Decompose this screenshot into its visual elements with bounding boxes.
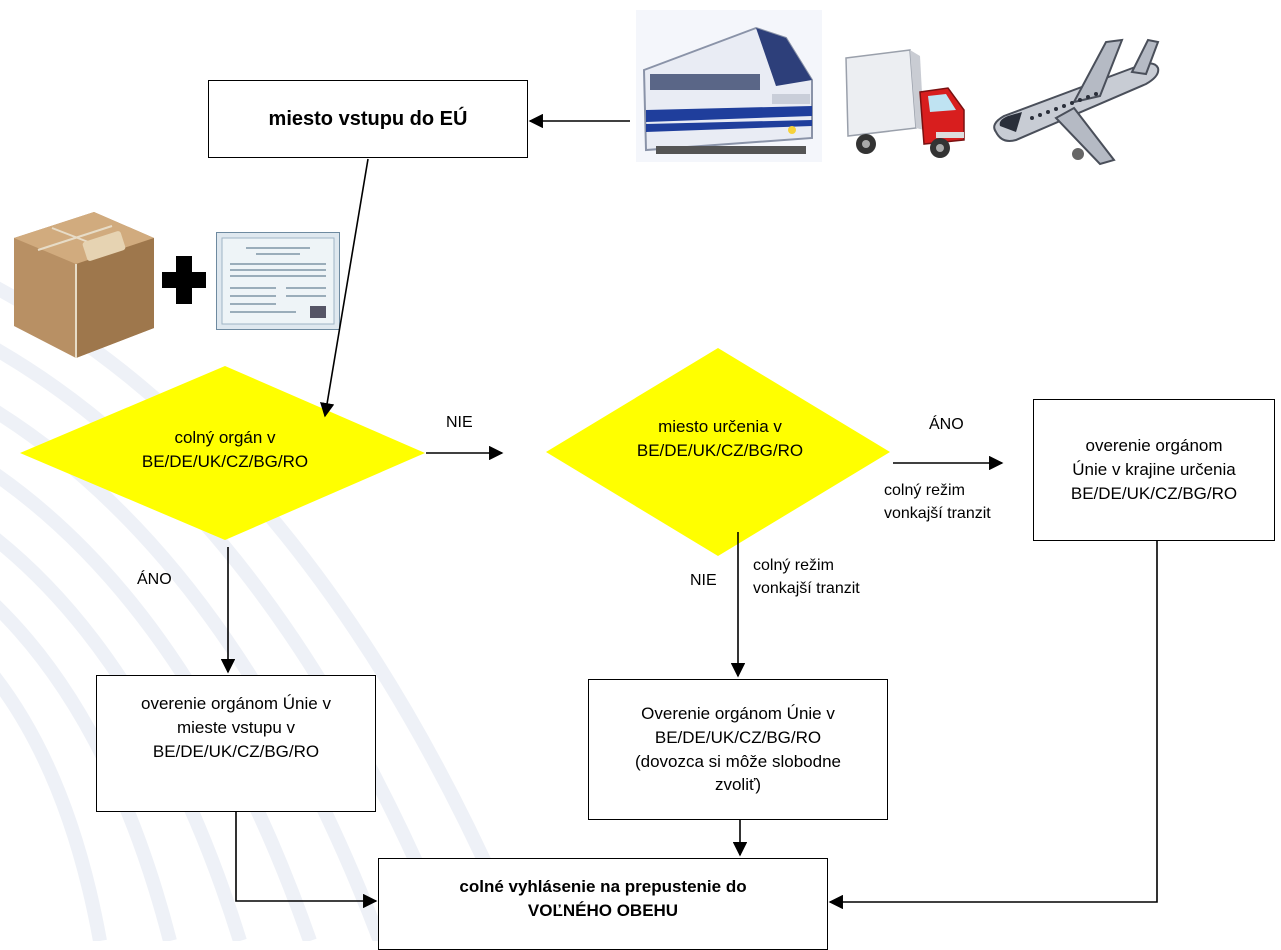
certificate-icon xyxy=(216,232,340,330)
declaration-line2: VOĽNÉHO OBEHU xyxy=(527,900,679,920)
declaration-line1: colné vyhlásenie na prepustenie do xyxy=(459,877,747,896)
decision-customs-text: colný orgán v BE/DE/UK/CZ/BG/RO xyxy=(120,426,330,474)
decision-destination-line1: miesto určenia v xyxy=(658,417,782,436)
arrow-entry-verify-to-declaration xyxy=(235,812,378,909)
label-transit-right: colný režim vonkajší tranzit xyxy=(884,479,991,525)
label-nie-top: NIE xyxy=(446,414,473,431)
airplane-icon xyxy=(993,38,1160,166)
decision-customs-line1: colný orgán v xyxy=(174,428,276,447)
decision-destination-text: miesto určenia v BE/DE/UK/CZ/BG/RO xyxy=(615,415,825,463)
arrow-entry-to-customs xyxy=(320,158,369,418)
truck-icon xyxy=(845,49,965,158)
entry-point-box: miesto vstupu do EÚ xyxy=(208,80,528,158)
entry-point-label: miesto vstupu do EÚ xyxy=(268,108,468,130)
verify-entry-line2: mieste vstupu v xyxy=(176,717,296,737)
verify-destination-line2: Únie v krajine určenia xyxy=(1072,460,1236,480)
label-transit-right-line2: vonkajší tranzit xyxy=(884,505,991,523)
verify-free-choice-box: Overenie orgánom Únie v BE/DE/UK/CZ/BG/R… xyxy=(588,679,888,820)
label-transit-mid-line2: vonkajší tranzit xyxy=(753,580,860,598)
verify-free-line3: (dovozca si môže slobodne xyxy=(634,751,841,771)
label-transit-mid-line1: colný režim xyxy=(753,557,834,574)
label-transit-mid: colný režim vonkajší tranzit xyxy=(753,554,860,600)
verify-free-line1: Overenie orgánom Únie v xyxy=(641,703,835,723)
decision-customs-line2: BE/DE/UK/CZ/BG/RO xyxy=(141,451,309,471)
verify-free-line2: BE/DE/UK/CZ/BG/RO xyxy=(654,727,822,747)
label-ano-left: ÁNO xyxy=(137,571,172,588)
plus-icon xyxy=(162,256,206,304)
verify-destination-box: overenie orgánom Únie v krajine určenia … xyxy=(1033,399,1275,541)
decision-destination-diamond xyxy=(546,348,890,556)
label-ano-top: ÁNO xyxy=(929,416,964,433)
parcel-icon xyxy=(14,212,154,358)
label-transit-right-line1: colný režim xyxy=(884,482,965,499)
declaration-box: colné vyhlásenie na prepustenie do VOĽNÉ… xyxy=(378,858,828,950)
verify-entry-box: overenie orgánom Únie v mieste vstupu v … xyxy=(96,675,376,812)
verify-entry-line1: overenie orgánom Únie v xyxy=(141,694,331,713)
verify-destination-line1: overenie orgánom xyxy=(1085,436,1223,456)
train-icon xyxy=(636,10,822,162)
arrow-dest-verify-to-declaration xyxy=(828,540,1158,910)
verify-free-line4: zvoliť) xyxy=(714,775,762,795)
label-nie-mid: NIE xyxy=(690,572,717,589)
verify-destination-line3: BE/DE/UK/CZ/BG/RO xyxy=(1070,483,1238,503)
decision-destination-line2: BE/DE/UK/CZ/BG/RO xyxy=(636,440,804,460)
verify-entry-line3: BE/DE/UK/CZ/BG/RO xyxy=(152,741,320,761)
